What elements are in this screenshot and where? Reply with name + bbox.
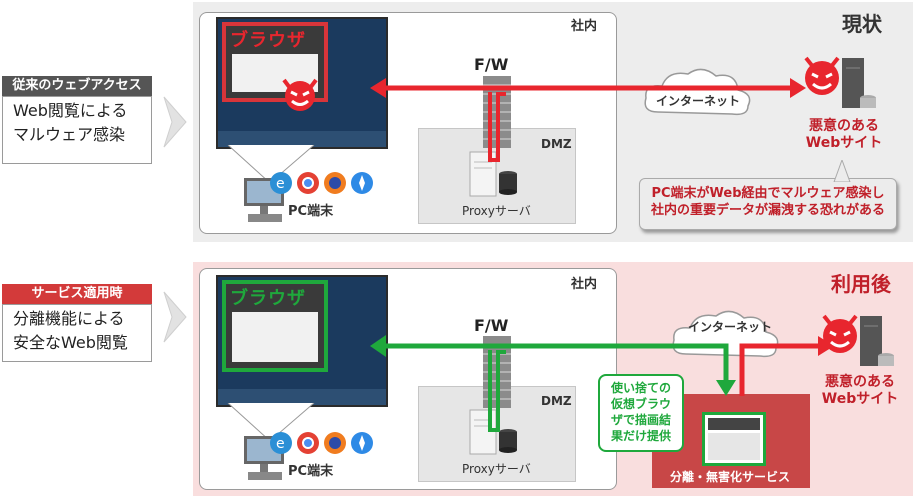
malicious-site-line1-bottom: 悪意のある: [825, 374, 895, 390]
current-heading: 現状: [842, 12, 882, 36]
legacy-label-body: Web閲覧による マルウェア感染: [2, 96, 152, 164]
office-label-top: 社内: [571, 19, 598, 34]
browser-window-bottom: ブラウザ: [222, 280, 328, 372]
pc-label-top: PC端末: [288, 204, 334, 219]
firewall-label-top: F/W: [474, 55, 509, 74]
proxy-server-icon: [469, 409, 517, 455]
firewall-label-bottom: F/W: [474, 316, 509, 335]
safari-icon: [359, 175, 365, 191]
internet-label-bottom: インターネット: [688, 320, 773, 334]
service-label-line2: 安全なWeb閲覧: [13, 333, 128, 352]
browser-title-bottom: ブラウザ: [230, 288, 306, 309]
after-heading: 利用後: [831, 272, 891, 296]
malicious-site-line2-top: Webサイト: [805, 135, 883, 151]
warning-box: PC端末がWeb経由でマルウェア感染し 社内の重要データが漏洩する恐れがある: [639, 178, 897, 230]
safari-icon: [359, 435, 365, 451]
ie-icon: e: [276, 436, 285, 452]
callout-line4: 果だけ提供: [610, 429, 671, 443]
internet-label-top: インターネット: [656, 94, 741, 108]
warning-pointer: [833, 160, 851, 182]
malicious-site-line2-bottom: Webサイト: [821, 391, 899, 407]
malicious-server-icon: [822, 314, 894, 366]
legacy-label: 従来のウェブアクセス Web閲覧による マルウェア感染: [2, 76, 152, 164]
service-label-head: サービス適用時: [2, 284, 152, 304]
proxy-label-bottom: Proxyサーバ: [462, 462, 531, 476]
browser-title-top: ブラウザ: [230, 30, 306, 51]
browser-logos: e: [270, 172, 373, 194]
warning-line1: PC端末がWeb経由でマルウェア感染し: [651, 186, 885, 201]
office-label-bottom: 社内: [571, 277, 598, 292]
chevron-right-icon: [163, 291, 187, 343]
isolation-service-label: 分離・無害化サービス: [670, 470, 791, 484]
warning-line2: 社内の重要データが漏洩する恐れがある: [650, 203, 885, 218]
dmz-label-bottom: DMZ: [541, 394, 572, 408]
malicious-site-label-bottom: 悪意のある Webサイト: [812, 374, 908, 408]
malware-path-arrow: [370, 78, 806, 162]
virtual-browser-callout: 使い捨ての 仮想ブラウ ザで描画結 果だけ提供: [598, 374, 684, 452]
legacy-label-line2: マルウェア感染: [13, 125, 126, 144]
malware-devil-icon: [282, 78, 318, 111]
chrome-icon: [302, 437, 314, 449]
service-label-line1: 分離機能による: [13, 309, 125, 328]
firefox-icon: [329, 177, 341, 189]
malicious-site-line1-top: 悪意のある: [809, 118, 879, 134]
proxy-server-icon: [469, 151, 517, 197]
callout-line3: ザで描画結: [610, 413, 671, 427]
malware-path-arrow: [739, 336, 834, 396]
service-label-body: 分離機能による 安全なWeb閲覧: [2, 304, 152, 362]
browser-logos: e: [270, 432, 373, 454]
firefox-icon: [329, 437, 341, 449]
callout-line2: 仮想ブラウ: [610, 397, 671, 411]
dmz-label-top: DMZ: [541, 137, 572, 151]
proxy-label-top: Proxyサーバ: [462, 204, 531, 218]
virtual-browser-thumb: [702, 412, 766, 466]
legacy-label-head: 従来のウェブアクセス: [2, 76, 152, 96]
callout-line1: 使い捨ての: [610, 381, 671, 395]
chrome-icon: [302, 177, 314, 189]
malicious-site-label-top: 悪意のある Webサイト: [796, 118, 892, 152]
malicious-server-icon: [804, 56, 876, 108]
legacy-label-line1: Web閲覧による: [13, 101, 128, 120]
chevron-right-icon: [163, 96, 187, 148]
internet-cloud-icon: [644, 68, 751, 116]
ie-icon: e: [276, 176, 285, 192]
pc-label-bottom: PC端末: [288, 464, 334, 479]
safe-path-arrow: [370, 335, 736, 432]
service-label: サービス適用時 分離機能による 安全なWeb閲覧: [2, 284, 152, 362]
